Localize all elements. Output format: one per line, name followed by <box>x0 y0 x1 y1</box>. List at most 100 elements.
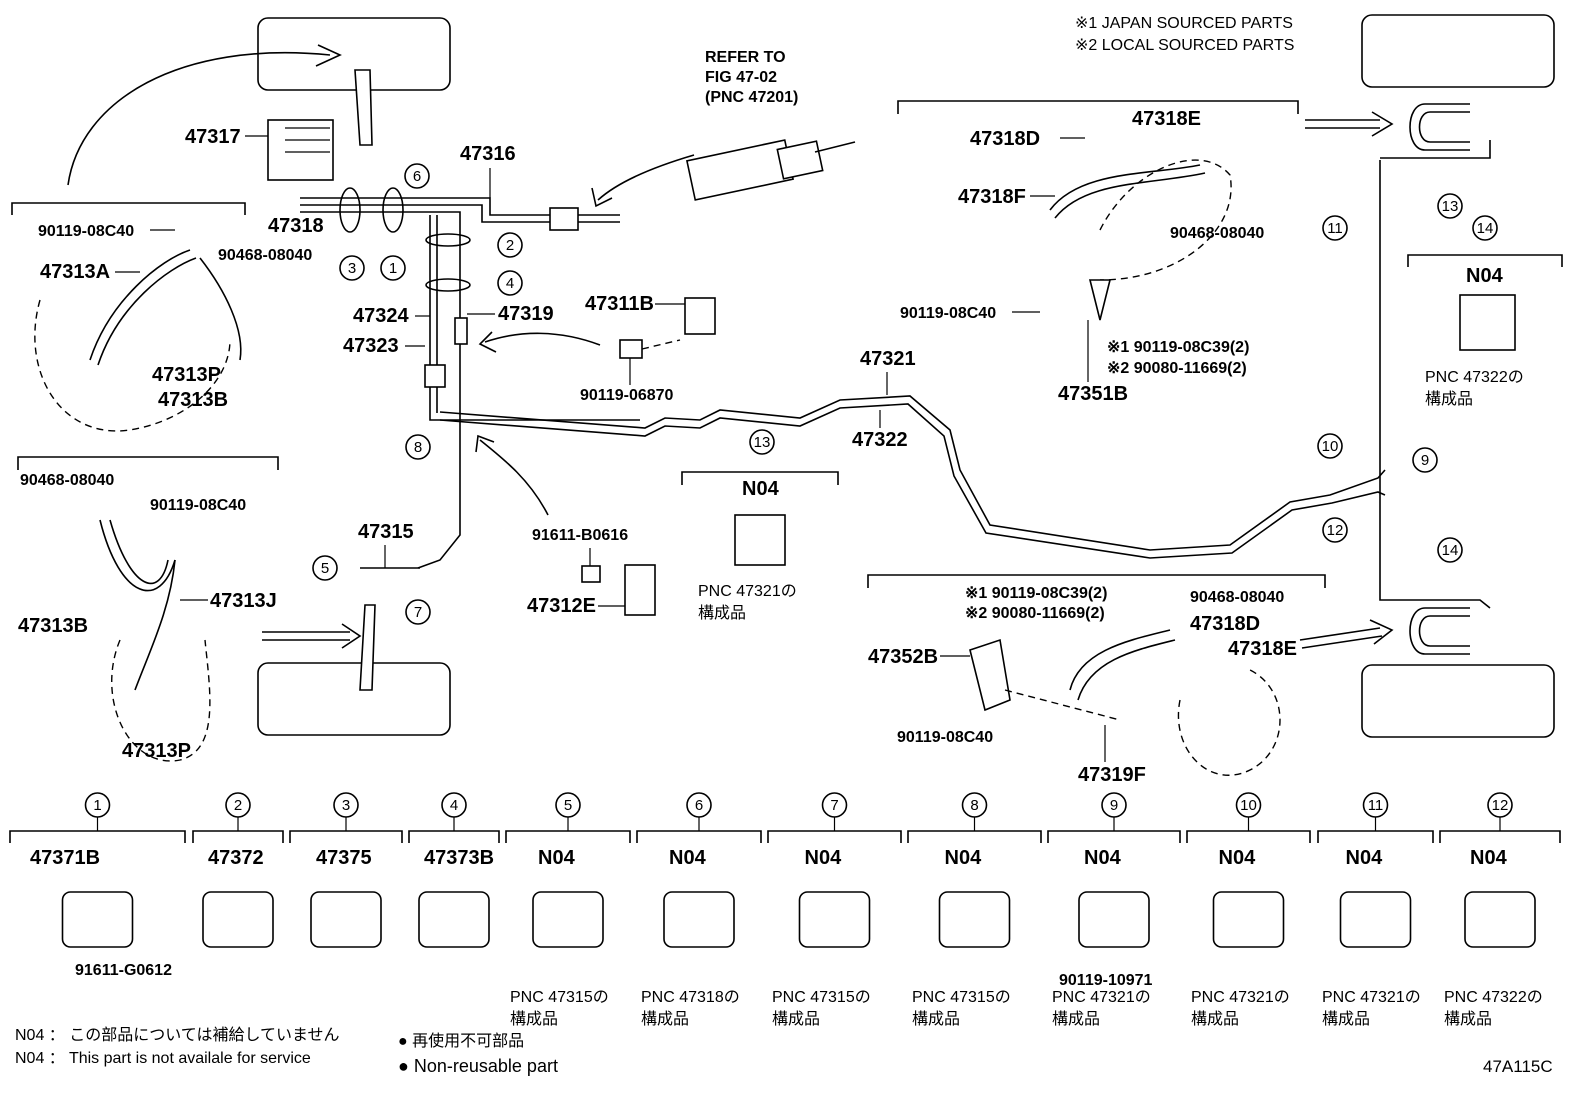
legend-nonreusable-en: ● Non-reusable part <box>398 1056 558 1076</box>
component-4-icon <box>418 891 490 948</box>
component-subpart: 91611-G0612 <box>75 962 172 979</box>
label-90468-08040-c: 90468-08040 <box>1170 225 1264 242</box>
component-title: N04 <box>805 847 843 869</box>
callout-1: 1 <box>380 255 406 281</box>
detail-circle-47313A <box>34 299 231 432</box>
callout-number: 10 <box>1322 438 1339 455</box>
detail-circle-47318E <box>1177 669 1281 776</box>
callout-4: 4 <box>497 270 523 296</box>
pnc-14-line1: PNC 47322の <box>1425 369 1524 386</box>
component-number: 11 <box>1368 797 1384 814</box>
bolt-guide-line <box>641 339 681 350</box>
clamp-14-icon <box>1459 294 1516 351</box>
label-47317: 47317 <box>185 126 241 148</box>
label-90119-08C40-d: 90119-08C40 <box>897 729 993 746</box>
label-47313J: 47313J <box>210 590 277 612</box>
label-47313P-a: 47313P <box>152 364 221 386</box>
bolt-90119-06870 <box>619 339 643 359</box>
component-title: N04 <box>1346 847 1384 869</box>
label-47322: 47322 <box>852 429 908 451</box>
callout-number: 9 <box>1421 452 1429 469</box>
label-47318E-a: 47318E <box>1132 108 1201 130</box>
callout-number: 1 <box>389 260 397 277</box>
component-pnc-line1: PNC 47321の <box>1191 989 1290 1006</box>
hose-47318F <box>1049 164 1201 211</box>
component-pnc-line2: 構成品 <box>1191 1010 1239 1028</box>
arrowhead <box>341 623 362 649</box>
component-10-icon <box>1212 891 1285 948</box>
component-title: N04 <box>1084 847 1122 869</box>
arrow-from-91611 <box>479 439 549 516</box>
label-47315: 47315 <box>358 521 414 543</box>
component-title: N04 <box>669 847 707 869</box>
group-bracket-47319F <box>867 574 1326 588</box>
callout-3: 3 <box>339 255 365 281</box>
label-90119-08C40-c: 90119-08C40 <box>900 305 996 322</box>
component-pnc-line1: PNC 47322の <box>1444 989 1543 1006</box>
component-number: 4 <box>450 797 458 814</box>
component-11-icon <box>1339 891 1412 948</box>
label-91611-B0616: 91611-B0616 <box>532 527 628 544</box>
callout-number: 13 <box>1442 198 1459 215</box>
bracket-47351B <box>1088 279 1112 321</box>
component-pnc-line1: PNC 47315の <box>510 989 609 1006</box>
placeholder-box-top-left <box>257 17 451 91</box>
detail-circle-47313J <box>111 639 211 762</box>
arrowhead <box>315 44 342 67</box>
callout-9: 9 <box>1412 447 1438 473</box>
component-pnc-line2: 構成品 <box>641 1010 689 1028</box>
callout-number: 8 <box>414 439 422 456</box>
placeholder-box-bottom-right <box>1361 664 1555 738</box>
component-title: N04 <box>945 847 983 869</box>
component-number: 8 <box>970 797 978 814</box>
bolt-91611-B0616 <box>581 565 601 583</box>
hose-loop-top-right-inner <box>1418 111 1470 143</box>
label-47319: 47319 <box>498 303 554 325</box>
component-pnc-line1: PNC 47315の <box>772 989 871 1006</box>
hose-47313A <box>89 249 191 361</box>
label-47319F: 47319F <box>1078 764 1146 786</box>
callout-number: 13 <box>754 434 771 451</box>
group-bracket-47313A <box>11 202 246 215</box>
placeholder-box-bottom-left <box>257 662 451 736</box>
component-title: 47372 <box>208 847 264 869</box>
connector-bracket-47317 <box>267 69 373 181</box>
component-12-icon <box>1464 891 1536 948</box>
clamp-47319 <box>454 317 468 345</box>
component-pnc-line2: 構成品 <box>1322 1010 1370 1028</box>
detail-circle-47318F <box>1099 159 1232 281</box>
label-note1-b: ※1 90119-08C39(2) <box>965 585 1107 602</box>
group-bracket-47318F <box>897 100 1299 114</box>
label-90119-08C40-b: 90119-08C40 <box>150 497 246 514</box>
component-title: N04 <box>1219 847 1257 869</box>
clip-ring-2 <box>425 233 471 247</box>
component-pnc-line1: PNC 47321の <box>1052 989 1151 1006</box>
callout-2: 2 <box>497 232 523 258</box>
figure-id: 47A115C <box>1483 1057 1553 1076</box>
callout-number: 14 <box>1442 542 1459 559</box>
component-2-icon <box>202 891 274 948</box>
component-row: 147371B91611-G0612247372347375447373B5N0… <box>9 792 1561 1028</box>
component-5-icon <box>532 891 604 948</box>
arrow-from-master-cylinder <box>597 154 695 201</box>
refer-to-line1: REFER TO <box>705 49 786 66</box>
label-90119-06870: 90119-06870 <box>580 387 674 404</box>
component-title: 47375 <box>316 847 372 869</box>
brake-tube-bundle <box>300 197 640 569</box>
component-pnc-line1: PNC 47321の <box>1322 989 1421 1006</box>
callout-7: 7 <box>405 599 431 625</box>
component-number: 2 <box>234 797 242 814</box>
callout-12: 12 <box>1322 517 1348 543</box>
label-90468-08040-a: 90468-08040 <box>218 247 312 264</box>
callout-number: 5 <box>321 560 329 577</box>
arrowhead <box>591 187 613 208</box>
component-9-icon <box>1078 891 1150 948</box>
group-bracket-47313J <box>17 456 279 470</box>
component-8-icon <box>938 891 1011 948</box>
